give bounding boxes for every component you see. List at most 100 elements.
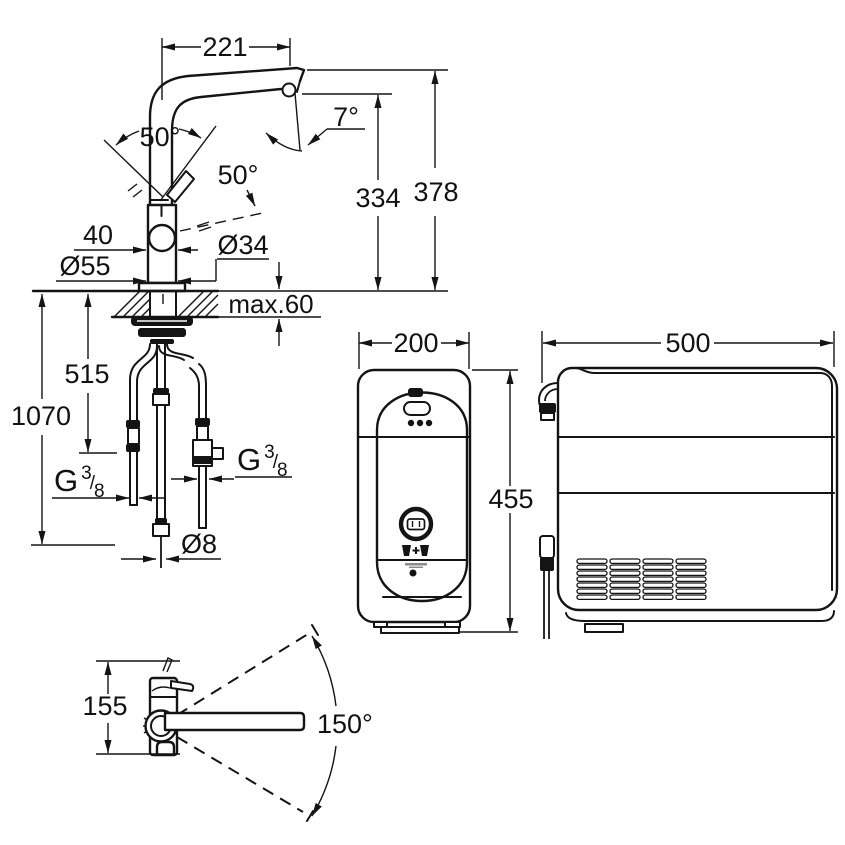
dim-body-width: 40 [83, 220, 113, 250]
foot-side [584, 623, 624, 633]
vent-slat [675, 582, 707, 589]
vent-slat [609, 576, 641, 583]
vent-slat [609, 570, 641, 577]
hose-left-fitting [127, 427, 140, 445]
vent-slat [576, 558, 608, 565]
lid-seam [575, 367, 833, 591]
view-faucet-top: 150° 155 [82, 624, 373, 822]
dim-chiller-height: 455 [488, 484, 533, 514]
thread-label-left-part: G [54, 463, 78, 498]
counter-hatch-part [140, 307, 151, 318]
vent-grille [576, 558, 707, 601]
view-faucet-side-part [245, 189, 256, 207]
hose-connector-nut [539, 403, 556, 413]
filter-hose-end [152, 523, 170, 537]
dim-hose-diameter: Ø8 [181, 529, 217, 559]
angle-valve-port [211, 447, 224, 460]
vent-slat [642, 564, 674, 571]
vent-slat [675, 594, 707, 601]
vent-slat [576, 582, 608, 589]
vent-slat [675, 570, 707, 577]
dim-chiller-depth: 500 [665, 328, 710, 358]
view-faucet-side-part [115, 130, 140, 146]
filter-hose-fitting [152, 393, 170, 406]
hose-right-fitting [195, 418, 210, 426]
handle-mark [198, 226, 212, 232]
view-chiller-front: 200 455 [356, 328, 534, 634]
thread-label-left-part: / [90, 473, 96, 494]
vent-slat [675, 588, 707, 595]
handle-lever [166, 170, 195, 203]
vent-slat [576, 576, 608, 583]
thread-label-right-part: / [273, 452, 279, 473]
thread-label-right-part: G [237, 442, 261, 477]
spout-bar [163, 711, 306, 732]
dim-handle-swing-upper: 50° [140, 122, 181, 152]
reset-dot [409, 569, 417, 577]
handle-swing-line-axis [159, 125, 217, 202]
dim-counter-thickness: max.60 [228, 289, 313, 319]
hose-connector [544, 388, 559, 402]
led-dot [425, 419, 433, 427]
dim-height-outlet: 334 [355, 183, 400, 213]
vent-slat [576, 594, 608, 601]
vent-slat [609, 558, 641, 565]
dim-handle-swing-lower: 50° [218, 160, 259, 190]
dim-height-total: 378 [413, 177, 458, 207]
vent-slat [675, 576, 707, 583]
swivel-arc [311, 745, 337, 817]
handle-position-dashed [179, 211, 268, 232]
glass-plus-glass-icon [402, 545, 429, 556]
vent-slat [675, 564, 707, 571]
swivel-arm-lower [176, 736, 304, 813]
vent-slat [609, 588, 641, 595]
view-chiller-side: 500 [538, 328, 839, 639]
led-dot [416, 419, 424, 427]
spout-outer-edge [148, 66, 306, 285]
hose-right [158, 345, 185, 361]
thread-label-right-part: 8 [277, 460, 288, 481]
counter-hatch-part [195, 294, 219, 318]
aerator [281, 82, 297, 98]
vent-slat [642, 588, 674, 595]
mounting-nut [138, 328, 186, 337]
spout-inner-edge [170, 87, 283, 207]
led-dot [407, 419, 415, 427]
vent-slat [642, 582, 674, 589]
topview-lever-flag [162, 657, 173, 673]
hose-right [166, 343, 194, 359]
dim-spout-reach: 221 [202, 32, 247, 62]
counter-hatch-part [177, 290, 205, 318]
bottom-tab [155, 740, 176, 757]
power-plug-body [540, 557, 554, 571]
vent-slat [576, 564, 608, 571]
counter-hatch-part [204, 303, 219, 318]
vent-slat [642, 576, 674, 583]
mounting-collar [150, 339, 174, 344]
thread-label-left-part: 3 [81, 463, 92, 484]
hose-right-fitting [196, 425, 209, 441]
topview-detail [151, 686, 171, 692]
vent-slat [642, 570, 674, 577]
counter-hatch-part [122, 290, 150, 318]
swivel-arm-upper-cap [311, 624, 319, 636]
dim-spout-end-angle: 7° [333, 102, 359, 132]
view-faucet-side: 221 378 334 7° 50° 50° 40 Ø55 [31, 32, 459, 346]
counter-hatch-part [186, 290, 214, 318]
small-print [405, 563, 427, 566]
handle-swing-line-left [103, 139, 164, 198]
topview-lever [170, 680, 195, 692]
hose-right [198, 363, 207, 419]
swivel-arc [311, 635, 337, 707]
logo-ring [398, 506, 434, 542]
handle-mark [132, 189, 143, 198]
hose-left [136, 345, 158, 421]
small-print [409, 566, 423, 568]
handle-mark [127, 183, 138, 192]
dim-body-depth: 155 [82, 691, 127, 721]
dim-shank-diameter: Ø34 [217, 230, 268, 260]
